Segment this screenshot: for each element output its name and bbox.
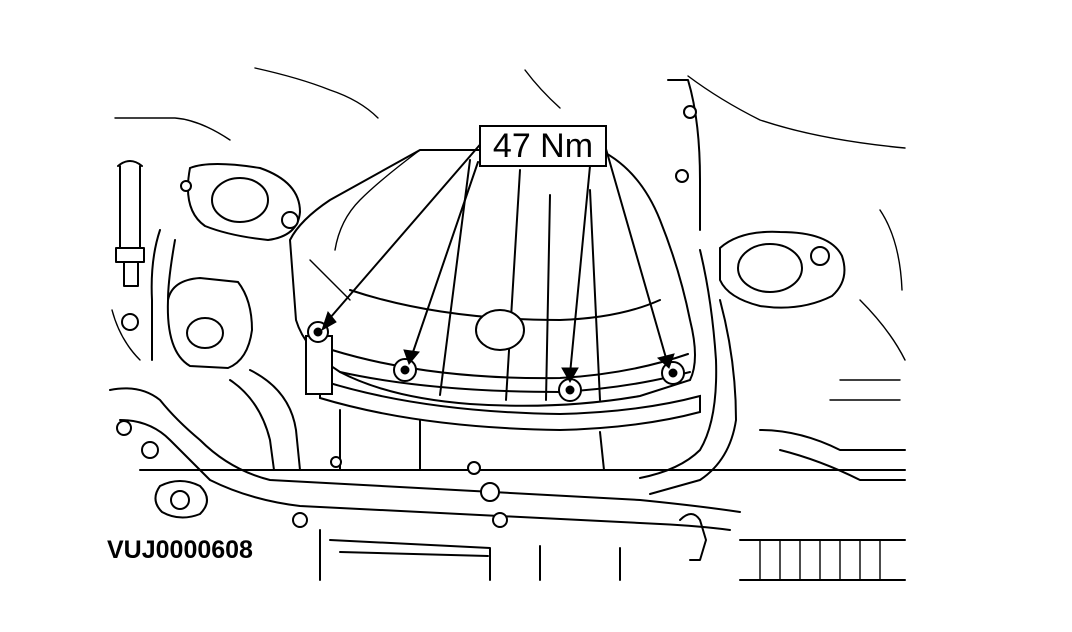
bolt-left-sleeve [305,321,333,395]
bolt-center-left [393,358,417,382]
torque-leader-lines [329,139,667,375]
right-pipes [639,79,906,495]
leader-arrowheads [321,310,675,384]
dipstick-tube [115,160,145,287]
figure-reference-code: VUJ0000608 [107,536,253,564]
torque-spec-text: 47 Nm [492,126,594,165]
engine-outline [111,67,906,361]
torque-spec-label: 47 Nm [479,125,607,167]
bolt-right [661,361,685,385]
manifold-body [288,149,696,407]
lower-heat-shield [319,378,701,432]
left-manifold-flange [180,163,302,242]
left-round-boss [121,229,254,370]
subframe [319,513,906,581]
lower-rails [109,369,906,531]
right-manifold-flange [719,230,846,309]
